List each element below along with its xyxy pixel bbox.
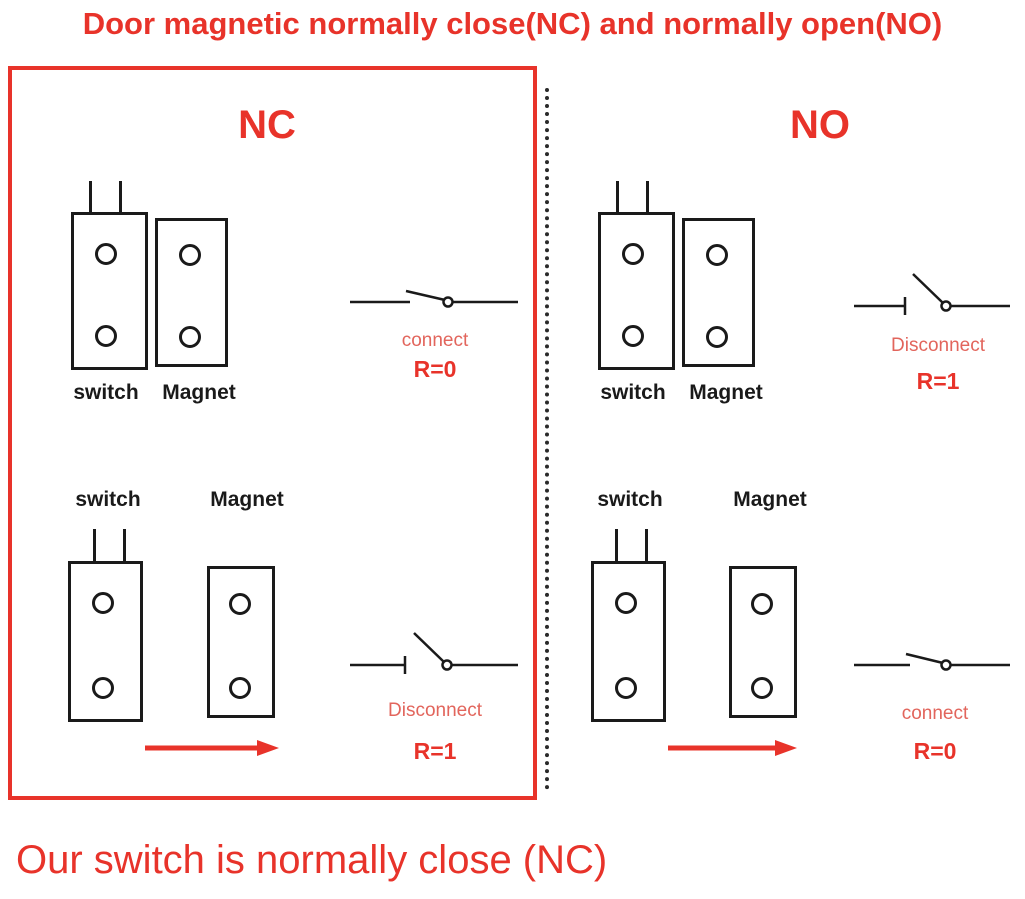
screw-hole [95, 325, 117, 347]
connection-state-label: connect [901, 703, 969, 724]
resistance-value: R=0 [913, 738, 957, 764]
open-switch-icon [348, 629, 520, 685]
screw-hole [92, 677, 114, 699]
resistance-value: R=0 [413, 356, 457, 382]
screw-hole [92, 592, 114, 614]
open-switch-icon [852, 270, 1012, 326]
closed-switch-icon [852, 639, 1012, 689]
slide-direction-arrow-icon [145, 738, 280, 758]
switch-wire-prong [645, 529, 648, 562]
screw-hole [706, 326, 728, 348]
section-divider [545, 88, 549, 790]
slide-direction-arrow-icon [668, 738, 798, 758]
screw-hole [751, 677, 773, 699]
switch-label: switch [597, 488, 663, 511]
magnet-label: Magnet [733, 488, 807, 511]
screw-hole [751, 593, 773, 615]
magnet-body [155, 218, 228, 367]
no-heading: NO [790, 103, 850, 147]
switch-wire-prong [89, 181, 92, 214]
screw-hole [179, 326, 201, 348]
switch-body [68, 561, 143, 722]
switch-label: switch [600, 381, 666, 404]
page-title: Door magnetic normally close(NC) and nor… [82, 6, 943, 41]
connection-state-label: connect [401, 330, 469, 351]
screw-hole [179, 244, 201, 266]
switch-wire-prong [615, 529, 618, 562]
switch-wire-prong [123, 529, 126, 562]
screw-hole [229, 677, 251, 699]
screw-hole [615, 677, 637, 699]
screw-hole [95, 243, 117, 265]
switch-wire-prong [119, 181, 122, 214]
magnet-label: Magnet [689, 381, 763, 404]
closed-switch-icon [348, 276, 520, 326]
switch-label: switch [73, 381, 139, 404]
resistance-value: R=1 [916, 368, 960, 394]
footer-note: Our switch is normally close (NC) [16, 838, 608, 882]
switch-wire-prong [646, 181, 649, 214]
connection-state-label: Disconnect [388, 700, 482, 721]
nc-highlight-box [8, 66, 537, 800]
screw-hole [622, 243, 644, 265]
screw-hole [229, 593, 251, 615]
screw-hole [615, 592, 637, 614]
connection-state-label: Disconnect [891, 335, 985, 356]
magnet-label: Magnet [162, 381, 236, 404]
magnet-label: Magnet [210, 488, 284, 511]
nc-heading: NC [238, 103, 296, 147]
switch-wire-prong [616, 181, 619, 214]
screw-hole [622, 325, 644, 347]
switch-label: switch [75, 488, 141, 511]
switch-wire-prong [93, 529, 96, 562]
screw-hole [706, 244, 728, 266]
resistance-value: R=1 [413, 738, 457, 764]
